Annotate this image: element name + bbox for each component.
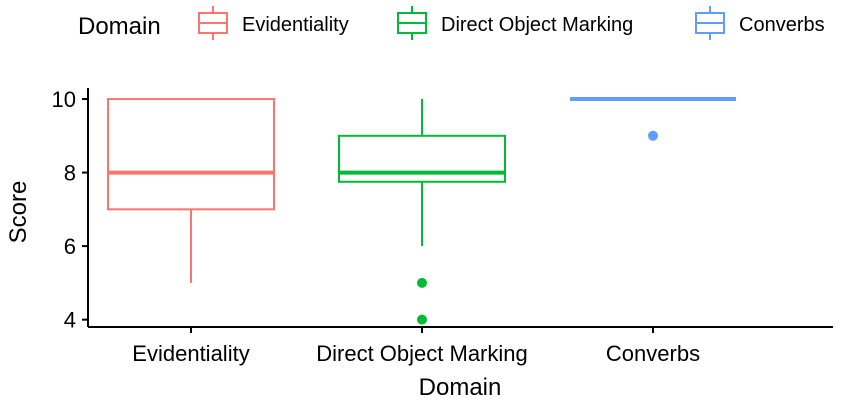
x-tick-label: Converbs [606,341,700,366]
y-tick-label: 4 [64,308,76,333]
box-group [570,97,736,141]
legend-items: Evidentiality Direct Object Marking Conver… [198,6,825,40]
boxes [107,97,736,325]
legend-label: Direct Object Marking [441,14,633,36]
plot-area: 4 6 8 10 Evidentiality Direct Object Marking… [52,87,833,366]
outlier-point [417,277,427,288]
legend-label: Evidentiality [242,14,349,36]
y-tick-label: 8 [64,161,76,186]
x-ticks: Evidentiality Direct Object Marking Conver… [132,327,700,366]
box-iqr [107,98,275,211]
legend: Domain Evidentiality Direct Object Markin… [78,6,825,40]
y-ticks: 4 6 8 10 [52,87,88,333]
box-iqr [338,134,506,183]
box-group [107,98,275,283]
box-group [338,99,506,325]
legend-title: Domain [78,13,161,40]
x-tick-label: Evidentiality [132,341,249,366]
legend-item: Direct Object Marking [397,6,633,40]
y-tick-label: 10 [52,87,76,112]
outlier-point [648,130,658,141]
x-axis-title: Domain [419,374,502,401]
legend-item: Evidentiality [198,6,349,40]
outlier-point [417,314,427,325]
y-tick-label: 6 [64,234,76,259]
y-axis-title: Score [5,181,32,244]
x-tick-label: Direct Object Marking [316,341,528,366]
legend-item: Converbs [695,6,825,40]
legend-label: Converbs [739,14,825,36]
